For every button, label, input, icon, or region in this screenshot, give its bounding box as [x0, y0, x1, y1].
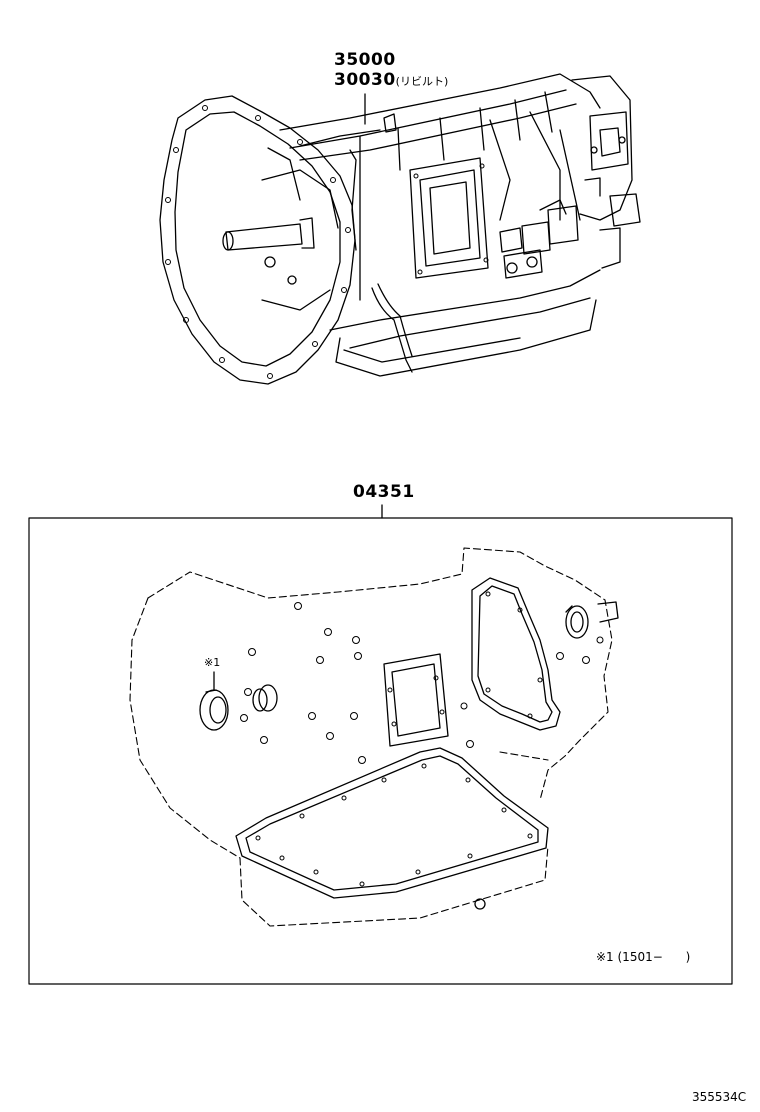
assembly-part-number-30030: 30030	[334, 70, 396, 90]
diagram-id: 355534C	[692, 1090, 747, 1104]
small-orings	[240, 602, 604, 764]
extension-housing-gasket	[471, 577, 561, 731]
gasket-kit-footnote: ※1 (1501− )	[596, 950, 691, 964]
phantom-transmission-outline	[129, 547, 613, 927]
oil-pan-gasket	[235, 747, 549, 899]
assembly-part-number-35000: 35000	[334, 50, 396, 70]
oring-seal	[252, 684, 278, 712]
front-oil-seal	[199, 689, 229, 731]
gasket-kit-frame	[28, 517, 733, 985]
side-cover-gasket	[383, 653, 449, 747]
gasket-kit-part-number: 04351	[353, 482, 415, 502]
rear-oil-seal	[565, 601, 619, 639]
drain-plug	[474, 898, 486, 910]
assembly-part-note: (リビルト)	[395, 75, 449, 88]
transmission-assembly-drawing	[159, 73, 641, 385]
assembly-part-number-row: 30030(リビルト)	[334, 70, 448, 90]
front-oil-seal-callout: ※1	[204, 656, 221, 669]
